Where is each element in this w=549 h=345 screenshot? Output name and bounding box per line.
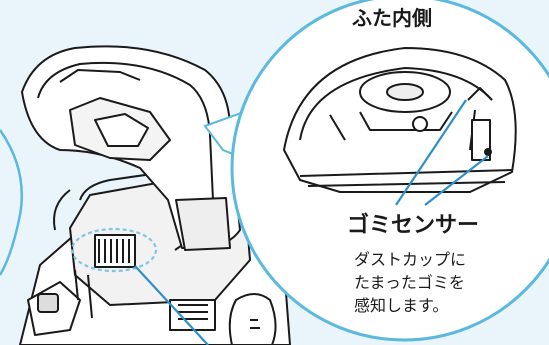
description-line: 感知します。 — [354, 296, 449, 315]
sensor-leader-line — [134, 265, 209, 345]
sensor-label: ゴミセンサー — [347, 213, 480, 238]
sensor-leader-line-2 — [424, 155, 489, 206]
left-callout-arc — [0, 129, 24, 276]
description-line: たまったゴミを — [354, 273, 465, 292]
description-line: ダストカップに — [354, 250, 467, 269]
sensor-leader-line-1 — [395, 99, 467, 206]
lid-interior-illustration — [283, 47, 517, 193]
sensor-highlight — [70, 227, 158, 273]
vacuum-body — [19, 45, 291, 345]
callout-title: ふた内側 — [352, 6, 432, 30]
